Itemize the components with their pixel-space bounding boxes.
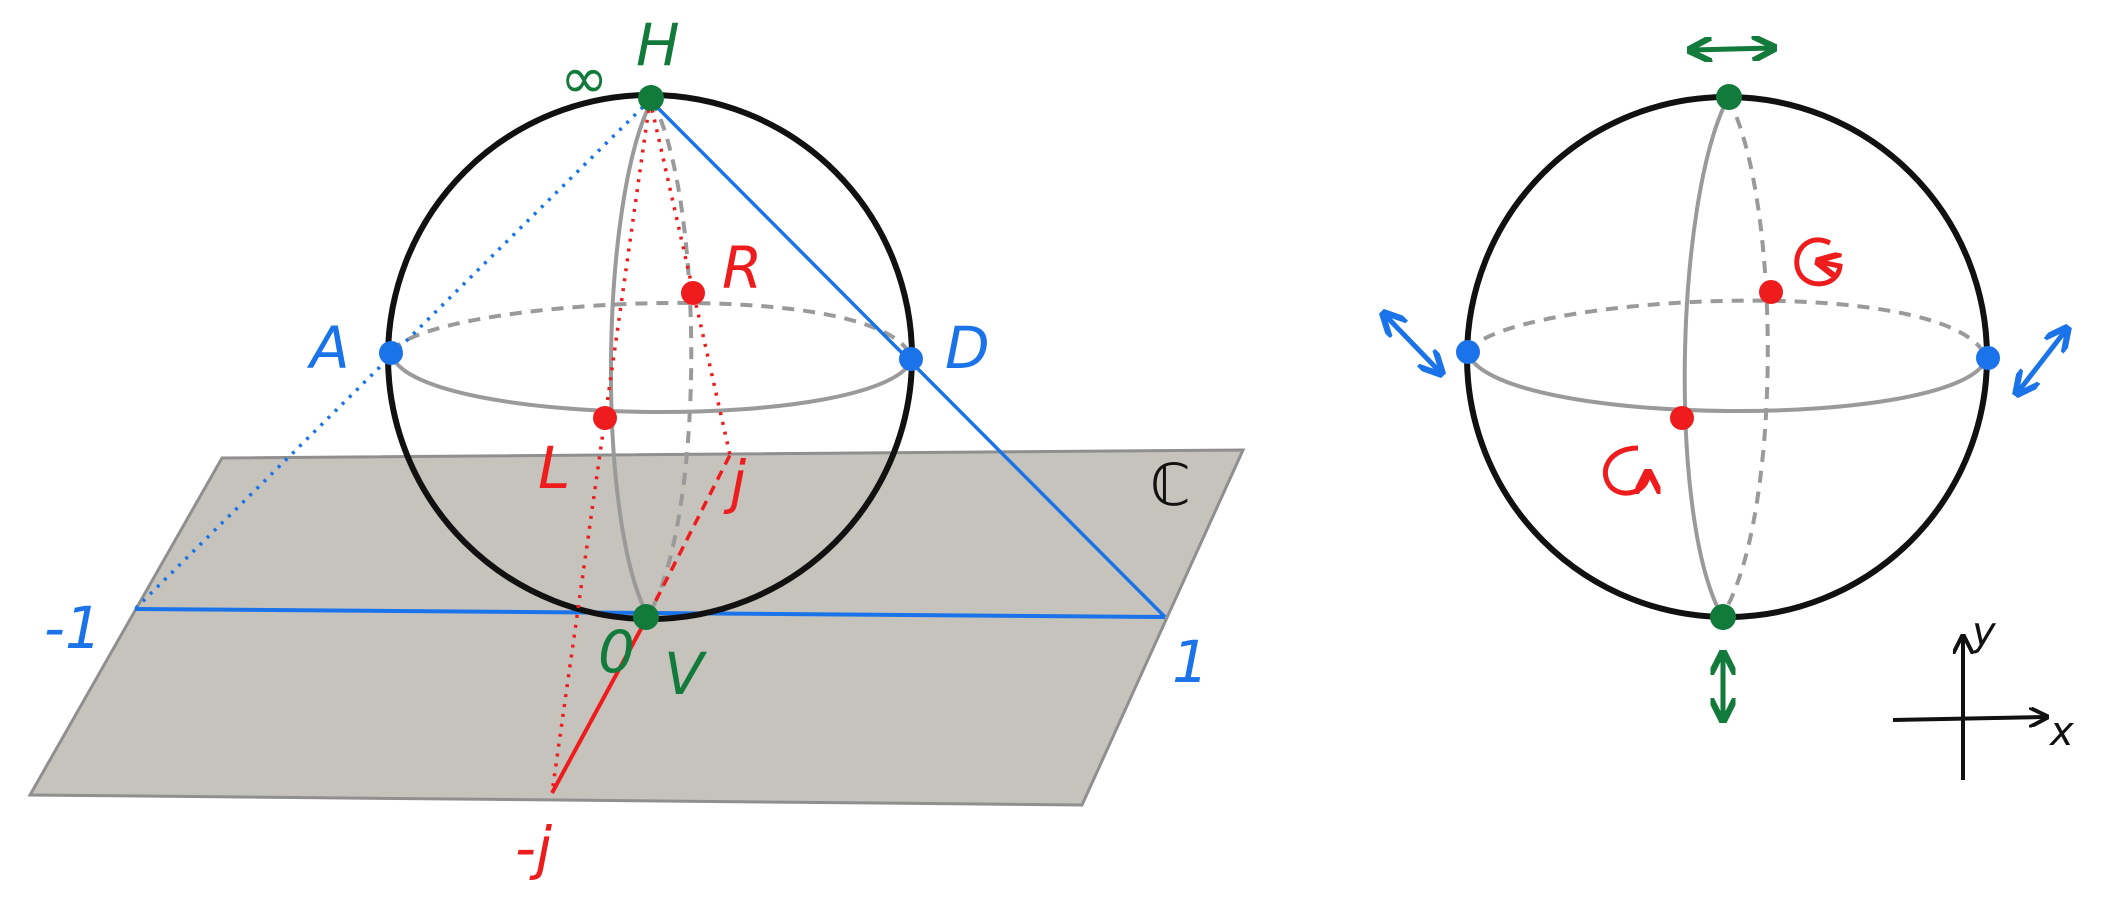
counterclockwise-rotation-icon xyxy=(1602,445,1648,496)
equator-back-dashed xyxy=(390,301,914,359)
label-neg-j: -j xyxy=(515,814,553,882)
projection-line-R xyxy=(648,99,732,456)
point-D xyxy=(899,347,923,371)
right-point-left xyxy=(1456,340,1480,364)
meridian-back-dashed xyxy=(646,99,694,618)
right-point-red-front xyxy=(1670,406,1694,430)
label-one: 1 xyxy=(1172,628,1209,696)
label-R: R xyxy=(722,234,762,302)
right-equator-front xyxy=(1466,353,1988,414)
label-L: L xyxy=(538,434,570,502)
point-A xyxy=(379,341,403,365)
point-R xyxy=(681,281,705,305)
equator-front xyxy=(390,355,914,415)
label-H: H xyxy=(636,11,680,79)
left-diagram: H ∞ A D R L j -j 0 V -1 1 ℂ xyxy=(27,11,1246,882)
clockwise-rotation-icon xyxy=(1794,237,1843,287)
label-zero: 0 xyxy=(598,618,635,686)
meridian-front xyxy=(609,99,654,617)
right-point-top xyxy=(1716,84,1742,110)
segment-0-to-j xyxy=(646,454,732,617)
right-point-bottom xyxy=(1710,604,1736,630)
label-A: A xyxy=(306,314,350,382)
label-D: D xyxy=(945,314,990,382)
label-V: V xyxy=(664,640,708,708)
point-V xyxy=(633,604,659,630)
right-diagram xyxy=(1385,48,2066,718)
xy-axes: x y xyxy=(1892,609,2074,780)
label-neg-one: -1 xyxy=(44,594,102,662)
point-L xyxy=(593,406,617,430)
x-axis-arrow xyxy=(1892,717,2045,720)
right-point-red-back xyxy=(1759,280,1783,304)
right-sphere-outline xyxy=(1464,94,1990,620)
point-H xyxy=(638,85,664,111)
x-axis-label: x xyxy=(2048,709,2074,755)
horizontal-double-arrow-icon xyxy=(1692,48,1772,50)
label-complex-plane: ℂ xyxy=(1150,451,1191,519)
complex-plane xyxy=(27,448,1246,807)
diagonal-double-arrow-diagonal-icon xyxy=(2018,330,2066,392)
right-meridian-back-dashed xyxy=(1720,97,1770,618)
diagonal-double-arrow-antidiagonal-icon xyxy=(1385,315,1440,372)
segment-0-to-neg-j xyxy=(550,615,650,794)
right-equator-back-dashed xyxy=(1466,298,1988,358)
y-axis-label: y xyxy=(1971,609,1997,655)
right-meridian-front xyxy=(1682,97,1730,617)
right-point-right xyxy=(1976,346,2000,370)
label-infinity: ∞ xyxy=(560,44,608,112)
